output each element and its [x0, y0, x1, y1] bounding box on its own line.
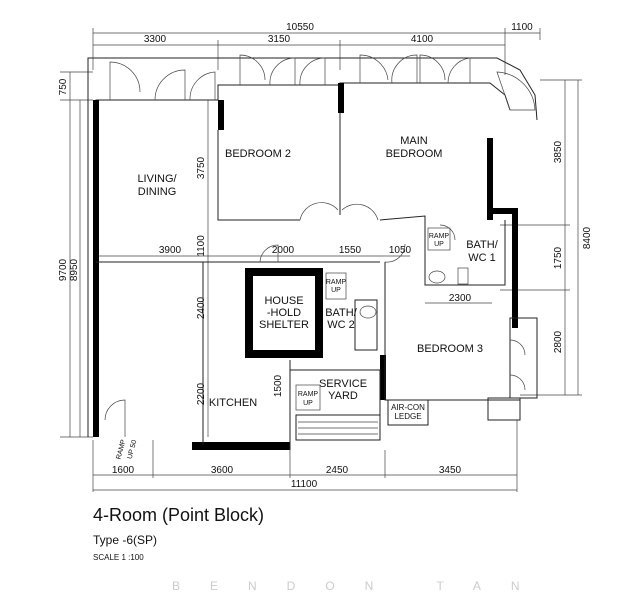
bottom-dimensions: 1600 3600 2450 3450 11100 — [92, 420, 518, 492]
label-shelter: SHELTER — [259, 319, 309, 331]
dim-top-2: 3150 — [268, 34, 291, 45]
dim-mid-4: 1050 — [389, 245, 412, 256]
dim-top-1: 3300 — [144, 34, 167, 45]
room-labels: LIVING/ DINING BEDROOM 2 MAIN BEDROOM BA… — [137, 135, 498, 421]
label-bath2: BATH/ — [325, 307, 358, 319]
dim-bottom-2: 3600 — [211, 465, 234, 476]
ramp4-label: RAMP — [116, 439, 128, 461]
dim-mid-2: 2000 — [272, 245, 295, 256]
ramp3-up: UP — [303, 400, 313, 407]
label-dining: DINING — [138, 186, 177, 198]
label-aircon: AIR-CON — [391, 403, 425, 412]
right-dimensions: 3850 1750 2800 8400 — [500, 79, 593, 396]
dim-yard-height: 1500 — [273, 374, 284, 397]
dim-left-outer: 9700 — [58, 258, 69, 281]
mid-dimensions: 3900 2000 1550 1050 2300 1500 — [93, 245, 492, 397]
ramp4-up: UP 50 — [127, 439, 139, 460]
dim-left-inner: 8950 — [69, 258, 80, 281]
label-wc1: WC 1 — [468, 252, 496, 264]
plan-title: 4-Room (Point Block) — [93, 505, 265, 525]
windows-and-doors — [104, 54, 536, 437]
label-ledge: LEDGE — [394, 412, 421, 421]
dim-inner-3: 2400 — [196, 296, 207, 319]
ramp2-label: RAMP — [326, 279, 347, 286]
walls — [87, 57, 538, 450]
dim-top-total: 10550 — [286, 22, 314, 33]
label-main-bedroom: BEDROOM — [386, 148, 443, 160]
dim-bath1-width: 2300 — [449, 293, 472, 304]
ramp1-label: RAMP — [429, 233, 450, 240]
plan-type: Type -6(SP) — [93, 533, 158, 547]
plan-scale: SCALE 1 :100 — [93, 553, 144, 562]
label-house: HOUSE — [264, 295, 303, 307]
ramp3-label: RAMP — [298, 391, 319, 398]
label-wc2: WC 2 — [327, 319, 355, 331]
label-bedroom2: BEDROOM 2 — [225, 148, 291, 160]
dim-inner-1: 3750 — [196, 156, 207, 179]
label-kitchen: KITCHEN — [209, 397, 257, 409]
left-dimensions: 750 9700 8950 3750 1100 2400 2200 — [58, 71, 209, 438]
ramp2-up: UP — [331, 287, 341, 294]
dim-bottom-4: 3450 — [439, 465, 462, 476]
label-hold: -HOLD — [267, 307, 301, 319]
top-dimensions: 10550 1100 3300 3150 4100 — [92, 22, 541, 75]
dim-right-2: 1750 — [553, 246, 564, 269]
dim-right-total: 8400 — [582, 226, 593, 249]
ramp1-up: UP — [434, 241, 444, 248]
label-main: MAIN — [400, 135, 428, 147]
dim-inner-2: 1100 — [196, 235, 207, 257]
dim-mid-1: 3900 — [159, 245, 182, 256]
label-bath1: BATH/ — [466, 239, 499, 251]
dim-bottom-3: 2450 — [326, 465, 349, 476]
dim-bottom-1: 1600 — [112, 465, 135, 476]
label-bedroom3: BEDROOM 3 — [417, 343, 483, 355]
dim-inner-4: 2200 — [196, 382, 207, 405]
watermark: BENDON TAN — [172, 579, 550, 593]
dim-left-top: 750 — [58, 78, 69, 95]
label-living: LIVING/ — [137, 173, 177, 185]
dim-right-3: 2800 — [553, 330, 564, 353]
dim-top-3: 4100 — [411, 34, 434, 45]
dim-bottom-total: 11100 — [291, 479, 318, 490]
label-service: SERVICE — [319, 378, 367, 390]
dim-right-1: 3850 — [553, 140, 564, 163]
label-yard: YARD — [328, 390, 358, 402]
dim-mid-3: 1550 — [339, 245, 362, 256]
dim-top-extra: 1100 — [511, 22, 533, 33]
